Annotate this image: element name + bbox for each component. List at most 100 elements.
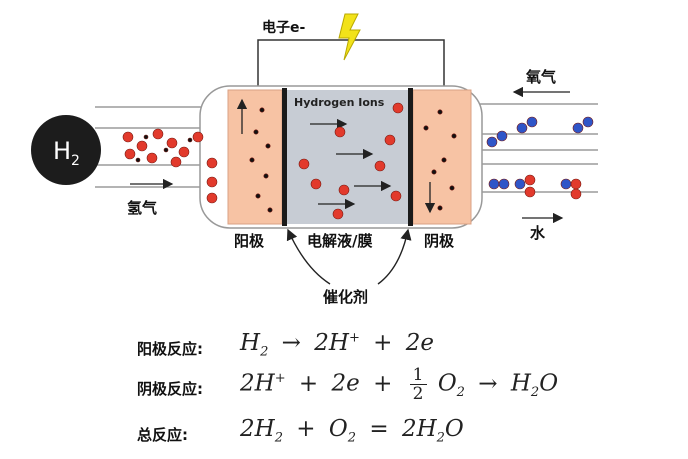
total-reaction-row: 总反应: 2H2 + O2 = 2H2O [0,416,688,450]
oxygen-atom [486,136,498,148]
oxygen-atom [488,178,500,190]
cathode-product: H [510,370,531,397]
anode-term2: 2e [405,330,435,356]
lightning-icon [338,13,361,61]
anode-reaction-formula: H2 → 2H+ + 2e [240,330,434,360]
hydrogen-ion [310,178,322,190]
total-equals: = [369,416,389,442]
electron-dot [441,157,447,163]
electrolyte-label: 电解液/膜 [307,232,372,250]
cathode-arrow: → [478,370,498,397]
hydrogen-inlet-pipes [95,106,205,188]
water-hydrogen-atom [524,174,536,186]
cathode-term3: O [437,370,457,397]
total-product-sub: 2 [436,430,445,446]
hydrogen-molecule [136,140,148,152]
total-product: 2H [401,416,437,442]
hydrogen-ion [390,190,402,202]
fraction-numerator: 1 [409,366,427,385]
svg-text:H2: H2 [53,137,80,169]
cathode-product-sub: 2 [530,385,540,401]
hydrogen-molecule [206,157,218,169]
total-term1-sub: 2 [274,430,283,446]
hydrogen-ion [298,158,310,170]
hydrogen-ion [374,160,386,172]
anode-catalyst-layer [282,88,287,226]
water-hydrogen-atom [570,188,582,200]
water-out-label: 水 [530,224,546,242]
cathode-product-tail: O [539,370,559,397]
total-product-tail: O [444,416,464,442]
oxygen-atom [516,122,528,134]
hydrogen-molecule [166,137,178,149]
hydrogen-ion [384,134,396,146]
total-plus: + [296,416,316,442]
hydrogen-ion [334,126,346,138]
catalyst-pointer-right [377,228,412,285]
oxygen-atom [560,178,572,190]
anode-lhs-sub: 2 [260,344,269,360]
total-reaction-label: 总反应: [137,426,188,444]
anode-plate [227,89,283,225]
catalyst-label: 催化剂 [323,288,368,306]
hydrogen-molecule [192,131,204,143]
oxygen-atom [572,122,584,134]
cathode-term2: 2e [331,370,360,397]
electron-dot [431,169,437,175]
electron-dot [451,133,457,139]
water-hydrogen-atom [524,186,536,198]
electron-dot [253,129,259,135]
anode-plus: + [373,330,393,356]
electron-label: 电子e- [262,19,305,36]
electron-dot [143,134,149,140]
cathode-label: 阴极 [424,232,455,250]
electron-dot [437,205,443,211]
electron-dot [255,193,261,199]
catalyst-pointer-left [286,228,331,285]
hydrogen-in-label: 氢气 [127,199,157,217]
anode-reaction-label: 阳极反应: [137,340,203,358]
particles [122,102,594,220]
fuel-cell-diagram: 电子e- Hydrogen Ions H2 氢气 氧气 水 阳极 电解液/膜 阴… [31,13,598,306]
hydrogen-molecule [152,128,164,140]
anode-lhs: H [240,330,261,356]
electron-dot [135,157,141,163]
oxygen-atom [526,116,538,128]
cathode-term3-sub: 2 [456,385,465,401]
electron-dot [187,137,193,143]
hydrogen-ion [332,208,344,220]
oxygen-atom [582,116,594,128]
cathode-plus1: + [298,370,319,397]
oxygen-atom [496,130,508,142]
electron-dot [163,147,169,153]
anode-term1-sup: + [348,330,360,346]
electron-dot [437,109,443,115]
hydrogen-molecule [170,156,182,168]
electron-dot [263,173,269,179]
anode-reaction-row: 阳极反应: H2 → 2H+ + 2e [0,330,688,364]
total-term2-sub: 2 [347,430,357,446]
hydrogen-ion [392,102,404,114]
electron-dot [265,143,271,149]
cathode-term1: 2H [240,370,275,397]
hydrogen-molecule [178,146,190,158]
hydrogen-molecule [122,131,134,143]
electron-dot [423,125,429,131]
hydrogen-ion [338,184,350,196]
water-hydrogen-atom [570,178,582,190]
anode-term1: 2H [314,330,349,356]
hydrogen-molecule [206,176,218,188]
hydrogen-molecule [146,152,158,164]
cathode-plus2: + [373,370,393,397]
fraction-denominator: 2 [412,384,424,404]
electron-dot [267,207,273,213]
cathode-plate [412,89,472,225]
cathode-term1-sup: + [274,370,286,386]
h2-badge-label: H [53,137,71,165]
electron-dot [449,185,455,191]
anode-arrow: → [281,330,301,356]
cathode-reaction-label: 阴极反应: [137,380,203,398]
